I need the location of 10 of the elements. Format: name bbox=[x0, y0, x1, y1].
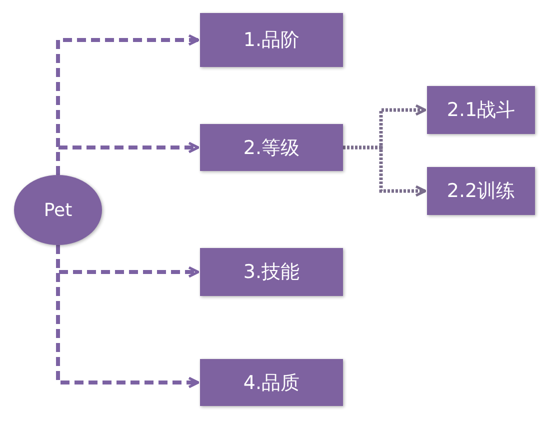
topic-box: 4.品质 bbox=[200, 359, 343, 406]
topic-box: 2.2训练 bbox=[427, 167, 535, 215]
root-ellipse: Pet bbox=[14, 175, 102, 245]
arrow bbox=[56, 245, 200, 388]
arrow bbox=[56, 142, 200, 175]
topic-box: 3.技能 bbox=[200, 248, 343, 296]
topic-box: 2.1战斗 bbox=[427, 86, 535, 134]
topic-box: 1.品阶 bbox=[200, 13, 343, 67]
arrow bbox=[343, 146, 426, 197]
topic-box: 2.等级 bbox=[200, 124, 343, 171]
